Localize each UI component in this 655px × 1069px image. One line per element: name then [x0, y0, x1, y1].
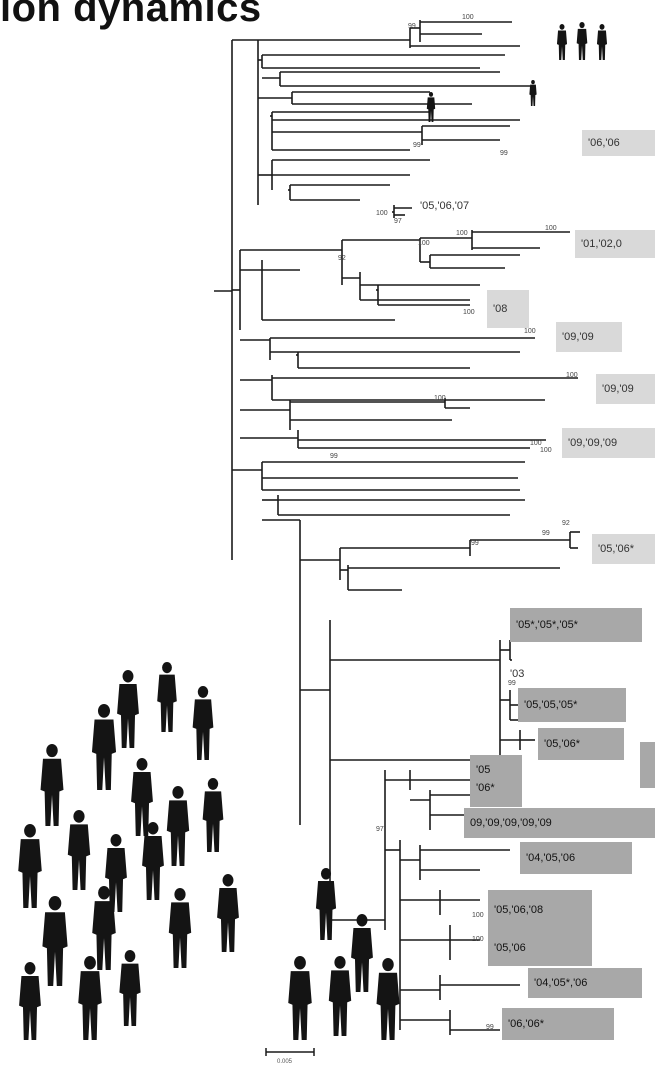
clade-label: 09,'09,'09,'09,'09 [464, 808, 655, 838]
bootstrap-value: 100 [530, 440, 542, 447]
person-silhouette [328, 956, 352, 1036]
bootstrap-value: 99 [413, 142, 421, 149]
person-silhouette [315, 868, 337, 940]
person-silhouette [117, 670, 139, 748]
bootstrap-value: 99 [408, 23, 416, 30]
bootstrap-value: 100 [472, 936, 484, 943]
person-silhouette [192, 686, 214, 760]
person-silhouette [142, 822, 164, 900]
person-silhouette [91, 704, 117, 790]
clade-label: '05,'06* [538, 728, 624, 760]
bootstrap-value: 99 [471, 540, 479, 547]
bootstrap-value: 100 [376, 210, 388, 217]
clade-label: '03 [510, 668, 525, 680]
clade-label: '06,'06 [582, 130, 655, 156]
clade-label: '05 [470, 755, 522, 777]
scale-bar-label: 0.005 [277, 1059, 293, 1065]
person-silhouette [376, 958, 400, 1040]
clade-label: '05,'05,'05* [518, 688, 626, 722]
bootstrap-value: 100 [540, 447, 552, 454]
person-silhouette [40, 744, 64, 826]
bootstrap-value: 100 [545, 225, 557, 232]
bootstrap-value: 99 [330, 453, 338, 460]
person-silhouette [67, 810, 91, 890]
bootstrap-value: 97 [394, 218, 402, 225]
person-silhouette [78, 956, 102, 1040]
person-silhouette [351, 914, 373, 992]
person-silhouette [556, 24, 568, 60]
clade-label: '09,'09 [596, 374, 655, 404]
person-silhouette [217, 874, 239, 952]
bootstrap-value: 100 [418, 240, 430, 247]
person-silhouette [288, 956, 312, 1040]
bootstrap-value: 100 [524, 328, 536, 335]
bootstrap-value: 100 [434, 395, 446, 402]
clade-label: '04,'05,'06 [520, 842, 632, 874]
page-title: ion dynamics [0, 0, 262, 30]
bootstrap-value: 100 [463, 309, 475, 316]
scale-bar [265, 1048, 315, 1056]
bootstrap-value: 99 [500, 150, 508, 157]
person-silhouette [426, 92, 436, 122]
person-silhouette [92, 886, 116, 970]
person-silhouette [529, 80, 537, 106]
clade-label: '09,'09 [556, 322, 622, 352]
person-silhouette [576, 22, 588, 61]
bootstrap-value: 100 [566, 372, 578, 379]
person-silhouette [202, 778, 224, 852]
person-silhouette [42, 896, 68, 986]
clade-label: '04,'05*,'06 [528, 968, 642, 998]
person-silhouette [131, 758, 153, 836]
bootstrap-value: 92 [562, 520, 570, 527]
clade-label: '06* [470, 777, 522, 807]
person-silhouette [19, 962, 41, 1040]
bootstrap-value: 100 [472, 912, 484, 919]
clade-label: '05,'06,'08 [488, 890, 592, 930]
clade-label: '08 [487, 290, 529, 328]
bootstrap-value: 99 [486, 1024, 494, 1031]
clade-label: '01,'02,0 [575, 230, 655, 258]
clade-label: '05,'06,'07 [420, 200, 470, 212]
person-silhouette [596, 24, 608, 60]
bootstrap-value: 99 [542, 530, 550, 537]
person-silhouette [157, 662, 177, 732]
clade-label: '06,'06* [502, 1008, 614, 1040]
person-silhouette [18, 824, 42, 908]
clade-label: '09,'09,'09 [562, 428, 655, 458]
bootstrap-value: 97 [376, 826, 384, 833]
clade-label: '05,'06* [592, 534, 655, 564]
clade-label: '05*,'05*,'05* [510, 608, 642, 642]
person-silhouette [166, 786, 190, 866]
clade-label: '05,'06 [488, 930, 592, 966]
bootstrap-value: 92 [338, 255, 346, 262]
bootstrap-value: 99 [508, 680, 516, 687]
person-silhouette [168, 888, 192, 968]
bootstrap-value: 100 [456, 230, 468, 237]
bootstrap-value: 100 [462, 14, 474, 21]
person-silhouette [119, 950, 141, 1026]
clade-label-edge [640, 742, 655, 788]
person-silhouette [105, 834, 127, 912]
